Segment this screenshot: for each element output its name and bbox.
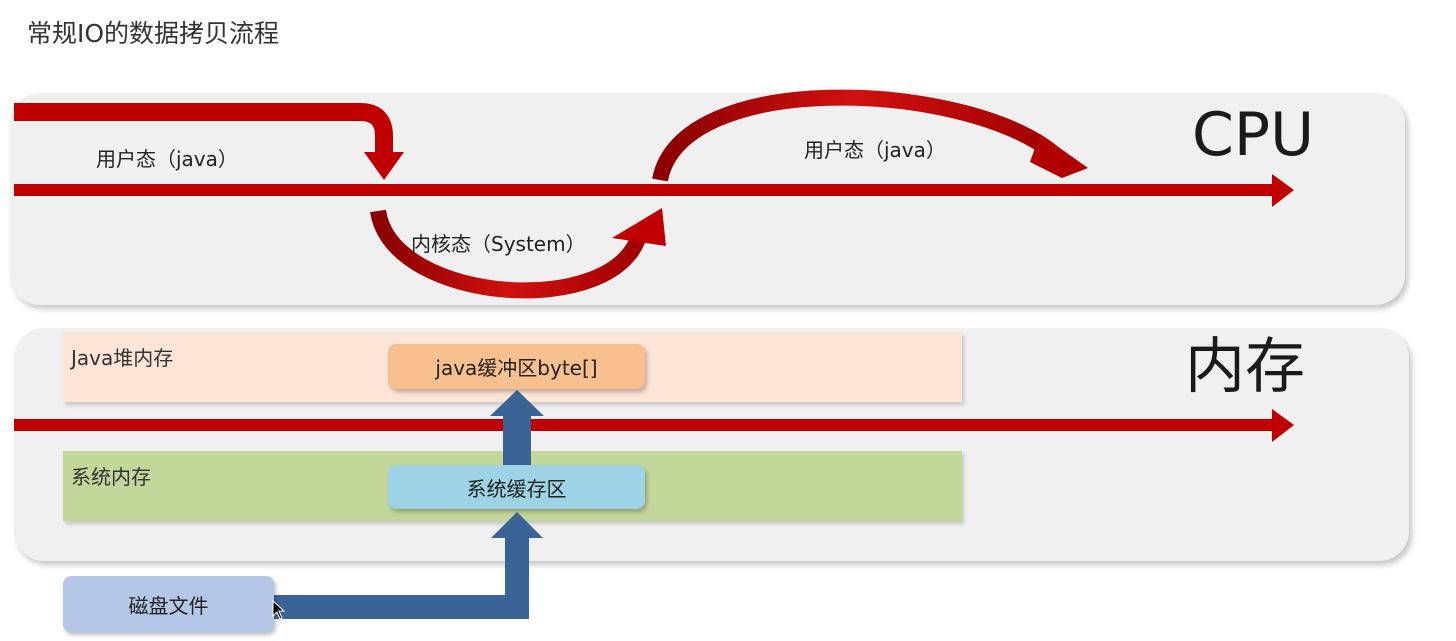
cache-to-buffer-arrow xyxy=(490,390,544,466)
kernel-mode-curve-arrow xyxy=(370,208,666,299)
java-heap-label: Java堆内存 xyxy=(71,346,174,370)
java-buffer-box: java缓冲区byte[] xyxy=(388,344,645,389)
system-cache-box: 系统缓存区 xyxy=(388,465,645,509)
cpu-timeline-arrow xyxy=(14,174,1294,207)
java-heap-region: Java堆内存 xyxy=(63,332,962,402)
system-memory-label: 系统内存 xyxy=(71,465,151,489)
user-mode-label-2: 用户态（java） xyxy=(804,138,946,162)
kernel-mode-label: 内核态（System） xyxy=(411,232,586,256)
user-mode-return-curve-arrow xyxy=(652,89,1088,182)
cpu-label: CPU xyxy=(1192,100,1314,170)
disk-file-box: 磁盘文件 xyxy=(63,576,274,632)
page-title: 常规IO的数据拷贝流程 xyxy=(27,19,280,48)
memory-timeline-arrow xyxy=(14,409,1294,442)
user-mode-label-1: 用户态（java） xyxy=(96,147,238,171)
memory-label: 内存 xyxy=(1185,332,1305,402)
disk-to-cache-arrow xyxy=(274,512,543,619)
user-mode-entry-arrow xyxy=(14,103,404,180)
cursor-pointer-icon xyxy=(272,600,286,620)
